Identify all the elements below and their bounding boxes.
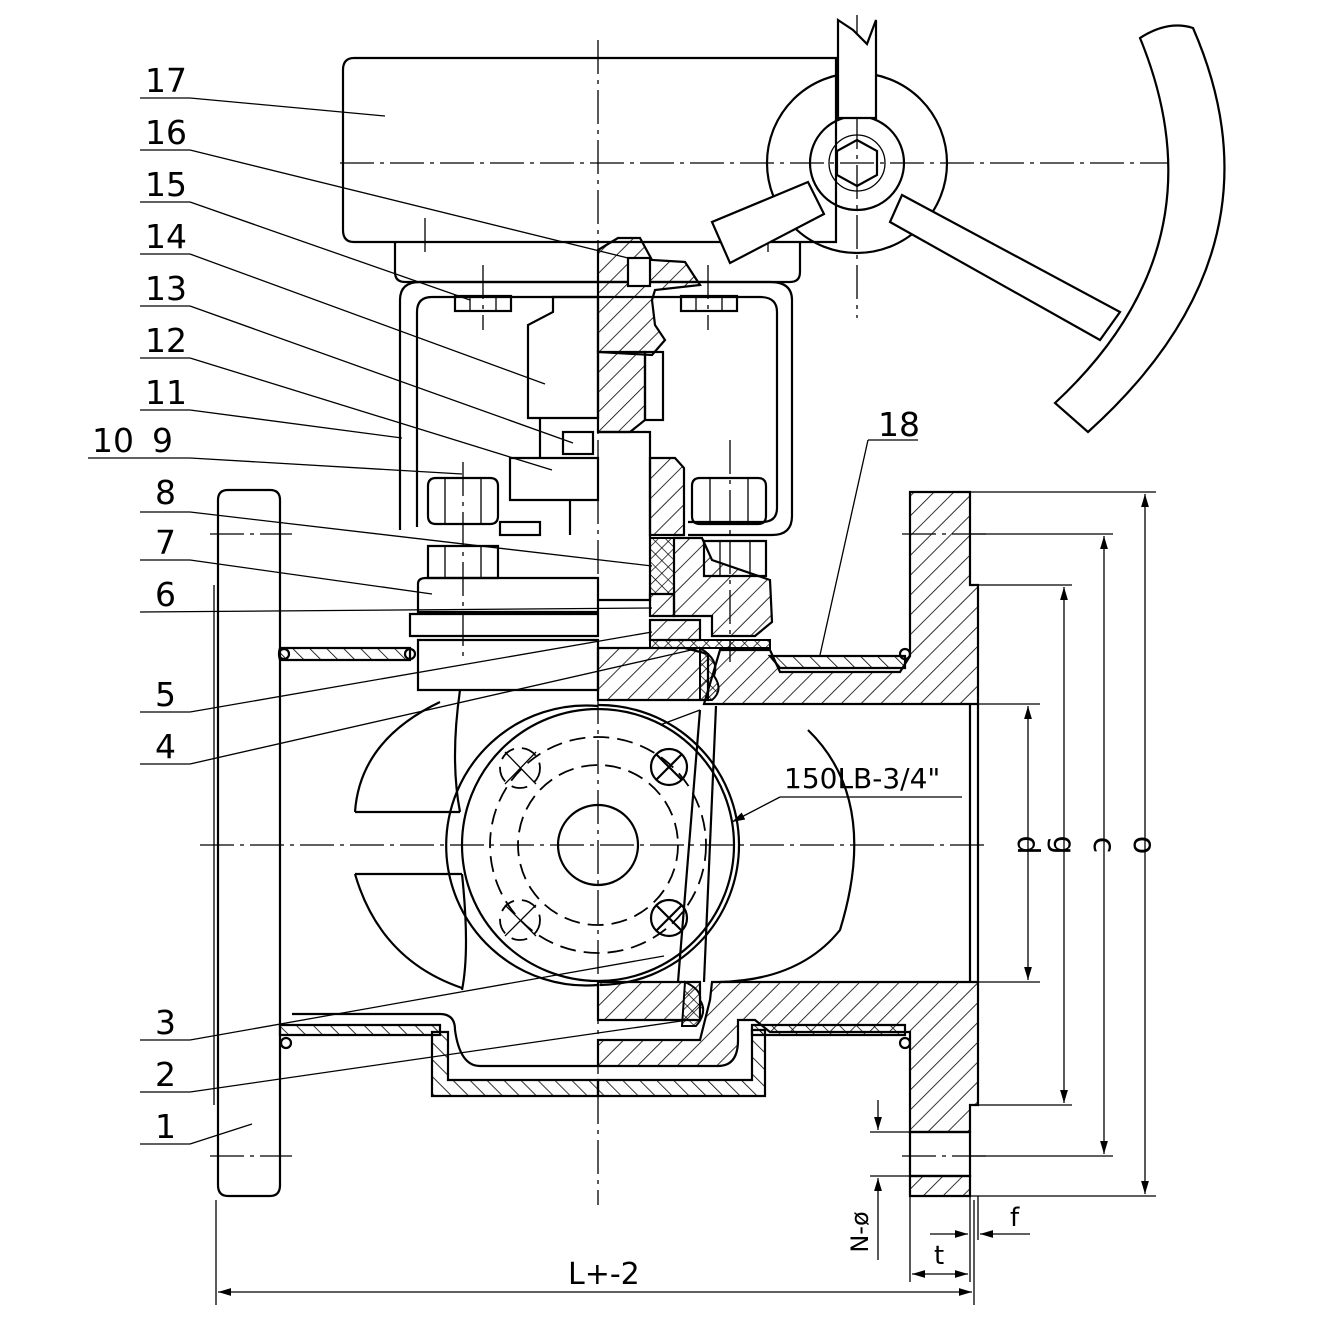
callout-10: 10 [92,421,134,460]
callout-9: 9 [152,421,173,460]
dim-o-label: o [1126,836,1161,854]
callout-8: 8 [155,473,176,512]
dim-d-label: d [1010,835,1045,854]
leader-lines [88,97,962,1145]
gland-and-bolting [408,456,774,649]
pressure-size-note: 150LB-3/4" [784,762,940,795]
callout-15: 15 [145,165,187,204]
gear-operator [341,17,1226,434]
plug-and-sleeve [353,689,856,991]
callout-13: 13 [145,269,187,308]
dim-g-label: g [1046,835,1081,854]
yoke-bracket [398,280,794,537]
callout-17: 17 [145,61,187,100]
valve-body [213,488,980,1198]
dim-c-label: c [1086,837,1121,854]
callout-16: 16 [145,113,187,152]
callout-labels: 17 16 15 14 13 12 11 10 9 8 7 6 5 4 3 2 … [92,61,1161,1292]
callout-7: 7 [155,523,176,562]
dimension-lines [215,491,1156,1305]
callout-14: 14 [145,217,187,256]
callout-4: 4 [155,727,176,766]
callout-2: 2 [155,1055,176,1094]
dim-bolt-holes-label: N-ø [846,1211,874,1252]
callout-5: 5 [155,675,176,714]
callout-18: 18 [878,405,920,444]
callout-3: 3 [155,1003,176,1042]
callout-11: 11 [145,373,187,412]
stem-and-coupling [498,236,702,602]
callout-12: 12 [145,321,187,360]
dim-f-label: f [1010,1203,1020,1233]
callout-1: 1 [155,1107,176,1146]
dim-length-label: L+-2 [568,1257,640,1292]
dim-t-label: t [934,1241,944,1271]
callout-6: 6 [155,575,176,614]
